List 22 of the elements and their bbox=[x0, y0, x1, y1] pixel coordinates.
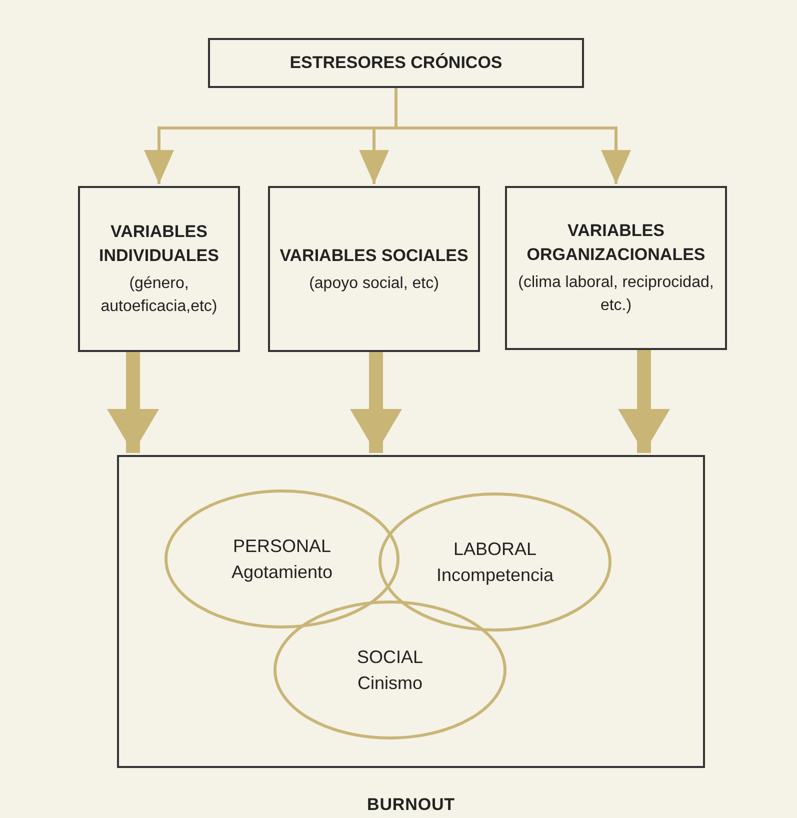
ellipse-text: Incompetencia bbox=[436, 564, 554, 587]
ellipse-text: Agotamiento bbox=[231, 561, 333, 584]
ellipse-heading: PERSONAL bbox=[232, 535, 332, 558]
box-text: (apoyo social, etc) bbox=[309, 274, 439, 294]
process-box bbox=[208, 38, 584, 88]
arrow bbox=[394, 88, 631, 184]
box-text: (género, autoeficacia,etc) bbox=[100, 274, 218, 317]
arrow bbox=[350, 352, 402, 453]
ellipse-heading: SOCIAL bbox=[356, 646, 424, 669]
box-text: (clima laboral, reciprocidad, etc.) bbox=[517, 273, 715, 316]
box-heading: VARIABLES SOCIALES bbox=[280, 244, 468, 266]
node-heading: BURNOUT bbox=[367, 794, 455, 816]
process-box bbox=[268, 186, 480, 352]
box-heading: VARIABLES INDIVIDUALES bbox=[98, 221, 220, 267]
ellipse-heading: LABORAL bbox=[453, 538, 537, 561]
arrow bbox=[107, 352, 159, 453]
box-heading: VARIABLES ORGANIZACIONALES bbox=[526, 220, 706, 266]
arrow bbox=[618, 350, 670, 453]
ellipse-text: Cinismo bbox=[357, 672, 422, 695]
process-box bbox=[505, 186, 727, 350]
box-heading: ESTRESORES CRÓNICOS bbox=[290, 52, 502, 74]
process-box bbox=[78, 186, 240, 352]
